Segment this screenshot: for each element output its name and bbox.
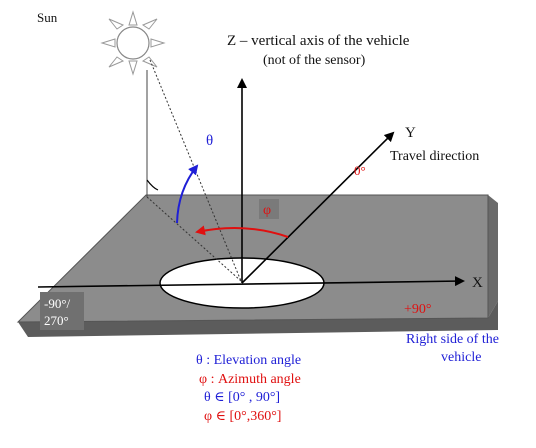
x-axis [37,276,465,288]
phi-symbol: φ [263,203,271,218]
y-axis [241,131,395,284]
travel-direction-label: Travel direction [390,149,479,164]
legend-phi-definition: φ : Azimuth angle [199,372,301,387]
phi-label-box [259,199,279,219]
sun-label: Sun [37,10,58,25]
minus90-label-line2: 270° [44,313,69,328]
legend-phi-range: φ ∈ [0°,360°] [204,409,281,424]
zero-degree-label: 0° [354,163,366,178]
plus90-label: +90° [404,302,432,317]
legend-theta-range: θ ∈ [0° , 90°] [204,390,280,405]
phi-arc [195,225,289,238]
theta-arc [176,164,199,224]
plate-side-front [18,301,498,337]
right-side-label-line1: Right side of the [406,332,499,347]
sun-ground-projection [146,196,242,282]
minus90-label-line1: -90°/ [44,296,71,311]
legend-theta-definition: θ : Elevation angle [196,353,301,368]
right-side-label-line2: vehicle [441,350,481,365]
z-axis-label: Z – vertical axis of the vehicle [227,33,410,49]
theta-symbol: θ [206,133,213,149]
y-axis-label: Y [405,125,416,141]
x-axis-label: X [472,275,483,291]
sun-icon [100,10,166,76]
z-axis-sublabel: (not of the sensor) [263,53,366,68]
plate-side-right [488,195,498,318]
minus90-box [40,292,84,330]
right-angle-mark [146,179,159,191]
